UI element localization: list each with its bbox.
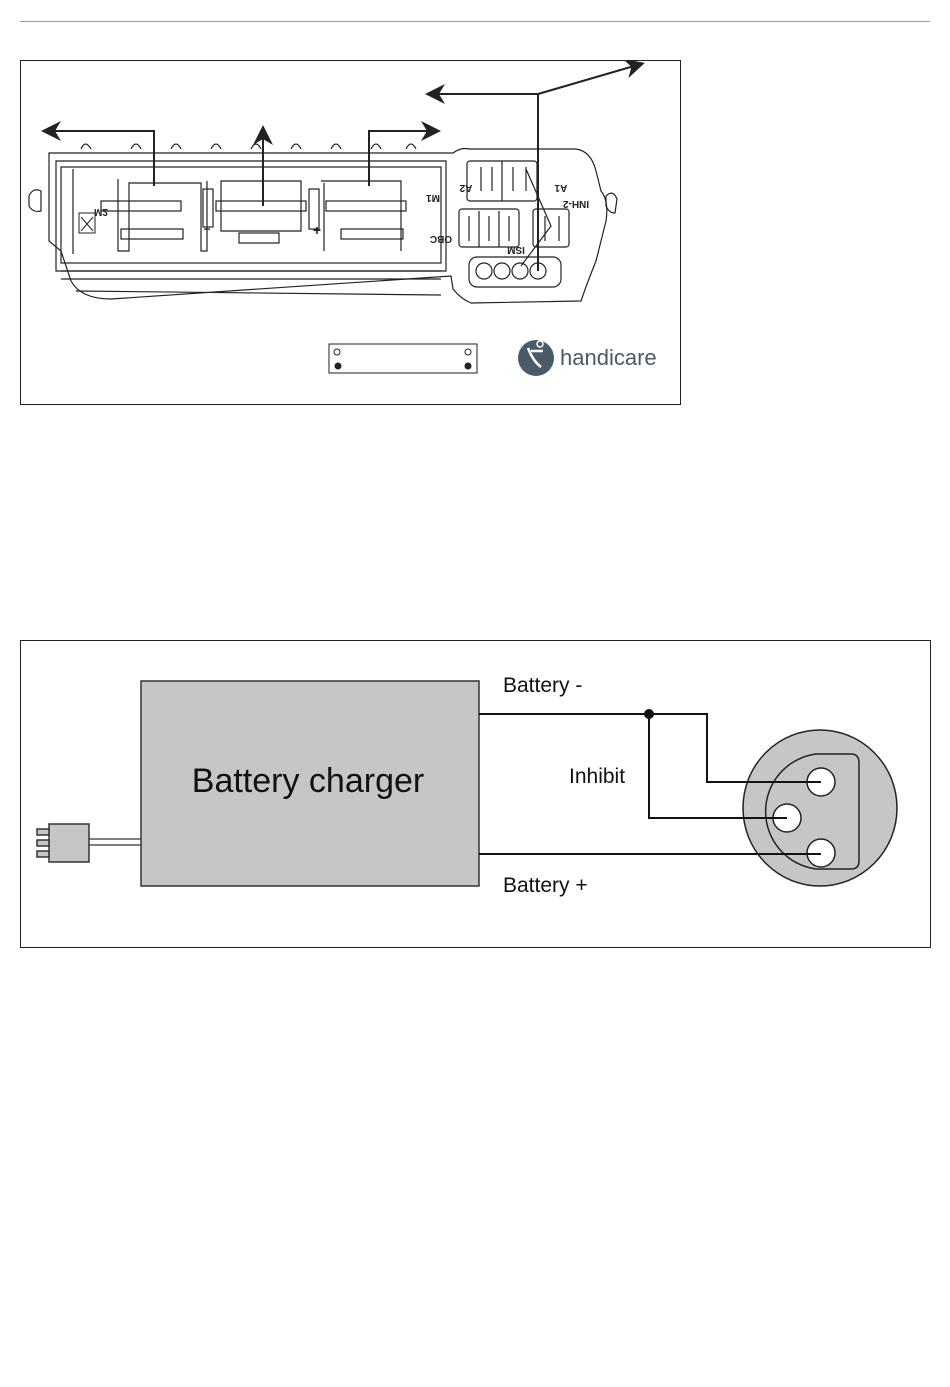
- label-minus: −: [203, 222, 210, 236]
- weee-bin-icon: [79, 213, 95, 233]
- mains-plug-icon: [37, 824, 141, 862]
- battery-charger-label: Battery charger: [192, 762, 424, 800]
- junction-dot: [644, 709, 654, 719]
- label-a2: A2: [459, 182, 472, 193]
- battery-minus-label: Battery -: [503, 674, 582, 697]
- label-obc: OBC: [430, 233, 452, 244]
- handicare-logo: handicare: [518, 340, 657, 376]
- label-inh2: INH-2: [563, 198, 590, 209]
- label-plus: +: [313, 222, 321, 238]
- controller-drawing: M2 M1 A2 A1 INH-2 OBC ISM − + handicare: [21, 61, 681, 405]
- label-m2: M2: [94, 206, 108, 217]
- label-plate: [329, 344, 477, 373]
- arrow-a1: [538, 64, 641, 94]
- xlr-connector: [743, 730, 897, 886]
- charger-wiring-figure: Battery charger Battery - Inhibit: [20, 640, 931, 948]
- header-rule: [20, 21, 930, 22]
- wiring-diagram: Battery charger Battery - Inhibit: [21, 641, 931, 947]
- label-ism: ISM: [507, 244, 525, 255]
- controller-housing: [29, 144, 617, 303]
- label-m1: M1: [426, 192, 440, 203]
- label-a1: A1: [554, 182, 567, 193]
- controller-connector-figure: M2 M1 A2 A1 INH-2 OBC ISM − + handicare: [20, 60, 681, 405]
- inhibit-label: Inhibit: [569, 765, 625, 788]
- arrow-m1: [369, 131, 437, 186]
- battery-plus-label: Battery +: [503, 874, 588, 897]
- logo-text: handicare: [560, 345, 657, 370]
